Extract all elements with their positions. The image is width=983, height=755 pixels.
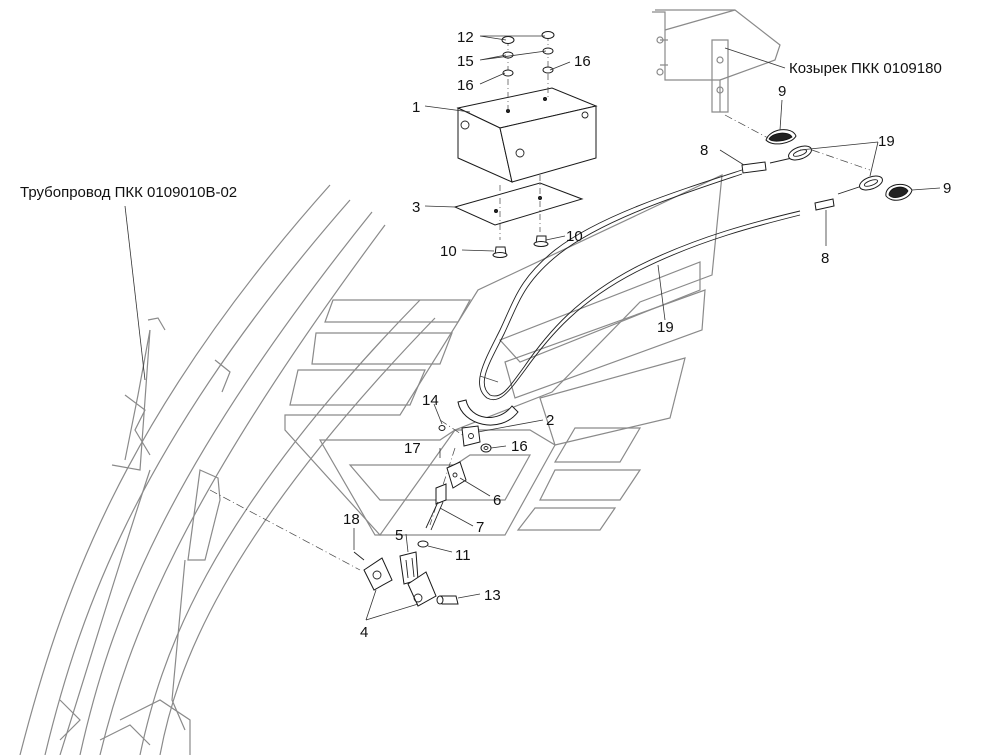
callout-10-left: 10 — [440, 243, 457, 260]
brackets — [363, 557, 437, 607]
callout-12: 12 — [457, 29, 474, 46]
callout-2: 2 — [546, 412, 554, 429]
callout-19-mid: 19 — [657, 319, 674, 336]
callout-16-lower: 16 — [511, 438, 528, 455]
callout-7: 7 — [476, 519, 484, 536]
callout-18: 18 — [343, 511, 360, 528]
clamp-ring — [457, 399, 519, 447]
callout-19-top: 19 — [878, 133, 895, 150]
sleeves — [741, 161, 835, 211]
callout-5: 5 — [395, 527, 403, 544]
callout-6: 6 — [493, 492, 501, 509]
callout-1: 1 — [412, 99, 420, 116]
visor-label: Козырек ПКК 0109180 — [789, 60, 942, 77]
callout-8-top: 8 — [700, 142, 708, 159]
screws — [492, 235, 549, 258]
callout-4: 4 — [360, 624, 368, 641]
callout-16-top: 16 — [457, 77, 474, 94]
mount-plate — [453, 182, 584, 226]
pins — [353, 551, 459, 605]
callout-13: 13 — [484, 587, 501, 604]
callout-10-right: 10 — [566, 228, 583, 245]
nuts-washers — [501, 31, 555, 77]
callout-15: 15 — [457, 53, 474, 70]
callout-8-bottom: 8 — [821, 250, 829, 267]
cables — [479, 169, 801, 401]
callout-17: 17 — [404, 440, 421, 457]
lever-rod — [425, 461, 467, 531]
pipeline-label: Трубопровод ПКК 0109010В-02 — [20, 184, 237, 201]
leader-lines — [124, 35, 941, 621]
callout-9-top: 9 — [778, 83, 786, 100]
clips — [765, 129, 913, 201]
cab-panels — [284, 174, 723, 536]
cover-box — [456, 87, 598, 183]
callout-14: 14 — [422, 392, 439, 409]
callout-3: 3 — [412, 199, 420, 216]
callout-16-right: 16 — [574, 53, 591, 70]
fork — [399, 540, 429, 585]
callout-11: 11 — [455, 547, 471, 564]
cab-pillar — [19, 184, 436, 755]
visor-bracket — [652, 9, 781, 113]
callout-9-right: 9 — [943, 180, 951, 197]
cable-eyes — [769, 145, 883, 195]
